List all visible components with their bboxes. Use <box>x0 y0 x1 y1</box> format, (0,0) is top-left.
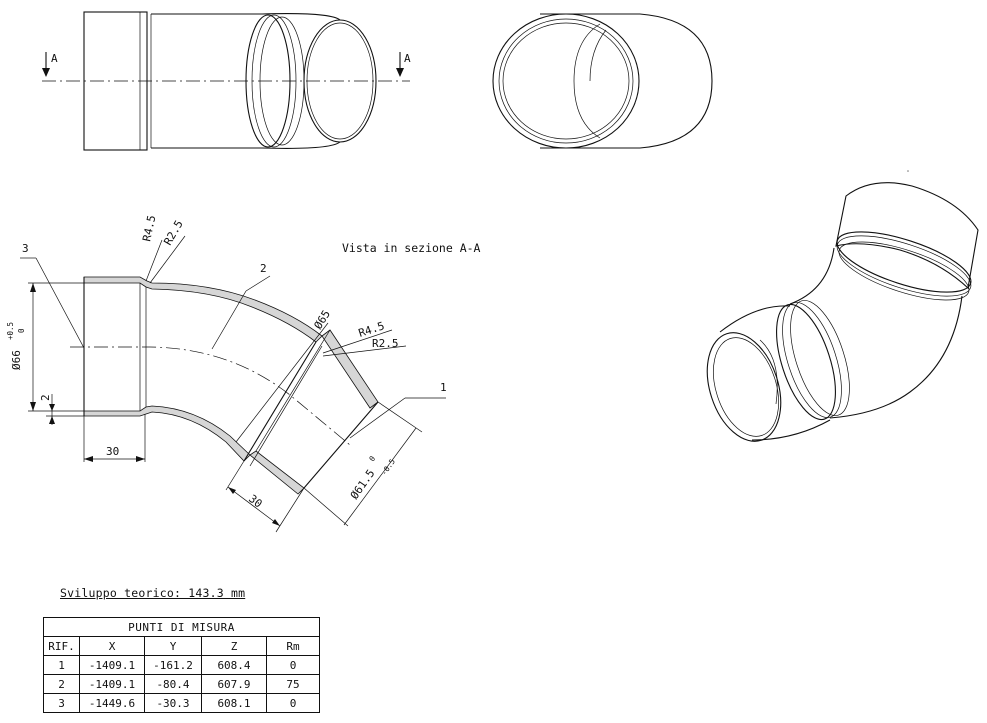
cell-z: 608.1 <box>201 693 267 713</box>
dim-length-left: 30 <box>106 445 119 458</box>
header-rm: Rm <box>266 636 320 656</box>
callout-3: 3 <box>22 242 29 255</box>
header-x: X <box>79 636 145 656</box>
dim-diameter-end-tol-lower: -0.5 <box>379 457 397 477</box>
dim-thickness: 2 <box>39 394 52 401</box>
header-rif: RIF. <box>43 636 80 656</box>
callout-2: 2 <box>260 262 267 275</box>
header-z: Z <box>201 636 267 656</box>
section-label: Vista in sezione A-A <box>342 241 481 255</box>
dim-diameter-outer-tol-lower: 0 <box>17 328 26 333</box>
dim-r4-5-top: R4.5 <box>140 214 158 243</box>
cut-mark-right: A <box>404 52 411 65</box>
dim-diameter-end-tol-upper: 0 <box>367 454 377 463</box>
cell-z: 608.4 <box>201 655 267 675</box>
dim-length-right: 30 <box>246 492 264 510</box>
dim-diameter-end: Ø61.5 <box>348 467 378 502</box>
isometric-view <box>706 182 979 442</box>
cell-rm: 0 <box>266 655 320 675</box>
callout-1: 1 <box>440 381 447 394</box>
cut-mark-left: A <box>51 52 58 65</box>
cell-y: -161.2 <box>144 655 202 675</box>
cell-y: -80.4 <box>144 674 202 694</box>
cell-x: -1449.6 <box>79 693 145 713</box>
cell-z: 607.9 <box>201 674 267 694</box>
cell-rif: 2 <box>43 674 80 694</box>
header-y: Y <box>144 636 202 656</box>
cell-rif: 1 <box>43 655 80 675</box>
dim-diameter-outer-tol-upper: +0.5 <box>6 322 15 340</box>
section-view <box>20 235 446 533</box>
table-row: 1 -1409.1 -161.2 608.4 0 <box>43 655 320 675</box>
measure-table: PUNTI DI MISURA RIF. X Y Z Rm 1 -1409.1 … <box>43 617 320 713</box>
cell-x: -1409.1 <box>79 655 145 675</box>
dim-r2-5-right: R2.5 <box>372 337 399 350</box>
cell-rif: 3 <box>43 693 80 713</box>
dim-diameter-outer: Ø66 <box>10 350 23 370</box>
cell-y: -30.3 <box>144 693 202 713</box>
cell-rm: 75 <box>266 674 320 694</box>
measure-table-caption: PUNTI DI MISURA <box>43 617 320 637</box>
dim-diameter-mid: Ø65 <box>312 308 334 332</box>
dim-r2-5-top: R2.5 <box>161 218 186 247</box>
development-note: Sviluppo teorico: 143.3 mm <box>60 586 246 600</box>
table-row: 3 -1449.6 -30.3 608.1 0 <box>43 693 320 713</box>
end-view <box>492 13 713 149</box>
cell-rm: 0 <box>266 693 320 713</box>
side-view <box>42 11 410 151</box>
table-row: 2 -1409.1 -80.4 607.9 75 <box>43 674 320 694</box>
cell-x: -1409.1 <box>79 674 145 694</box>
